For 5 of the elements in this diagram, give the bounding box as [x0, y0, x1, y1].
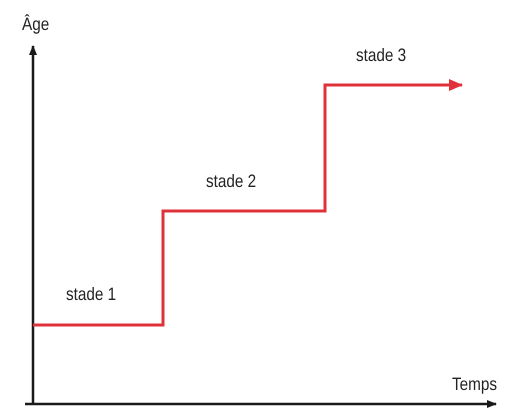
stage-label: stade 1 [66, 284, 116, 305]
stage-label: stade 2 [206, 171, 256, 192]
stage-label: stade 3 [356, 45, 406, 66]
axis-label: Temps [452, 374, 498, 395]
axis-label: Âge [22, 14, 50, 35]
